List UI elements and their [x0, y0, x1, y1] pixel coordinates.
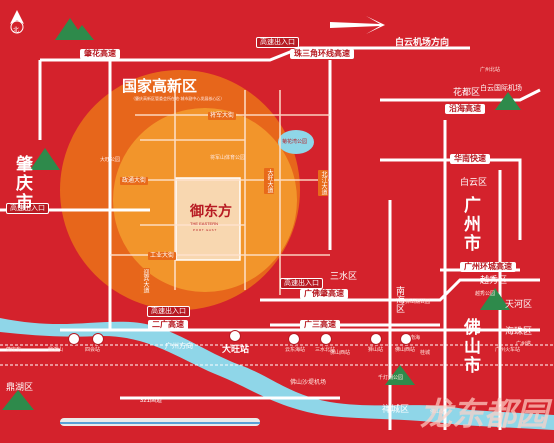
district-haizhu: 海珠区: [505, 326, 533, 336]
road-guangzhou-ring: 广州环城高速: [460, 262, 516, 272]
station-badge: [92, 333, 104, 345]
compass-icon: [10, 10, 24, 34]
street-yingbin: 迎宾大道: [140, 268, 150, 294]
road-zhaogao: 肇花高速: [80, 49, 120, 59]
place-guangzhou-station: 广州火车站: [495, 347, 521, 353]
watermark: 龙东都园: [420, 396, 549, 432]
place-dawang-park: 大旺公园: [100, 157, 121, 163]
station-shishan: 狮山站: [368, 347, 384, 353]
city-zhaoqing: 肇庆市: [13, 155, 32, 212]
place-canton-tower: 广州塔: [516, 341, 532, 347]
road-sanguang: 广三高速: [300, 320, 340, 330]
station-badge: [288, 333, 300, 345]
road-g321: 321国道: [140, 398, 163, 404]
road-airport-direction: 白云机场方向: [395, 37, 450, 47]
project-en: THE EASTERN: [190, 221, 219, 226]
place-baiyun-airport: 白云国际机场: [480, 85, 522, 92]
place-foshan-west: 佛山西站: [330, 350, 351, 356]
station-yundonghai: 云东海站: [285, 347, 306, 353]
station-badge-dawang: [229, 330, 241, 342]
highways: [0, 46, 541, 430]
station-badge: [320, 333, 332, 345]
place-guangzhou-north: 广州北站: [480, 67, 501, 73]
place-shishanhu: 狮山湖公园: [405, 299, 431, 305]
place-juhuawan: 菊花湾公园: [282, 139, 308, 145]
station-badge: [68, 333, 80, 345]
city-foshan: 佛山市: [461, 318, 480, 375]
city-guangzhou: 广州市: [461, 196, 480, 253]
district-sanshui: 三水区: [330, 271, 358, 281]
place-foshan-airport: 佛山沙堤机场: [290, 380, 327, 386]
station-sihui: 四会站: [85, 347, 101, 353]
station-badge: [370, 333, 382, 345]
district-dinghu: 鼎湖区: [6, 382, 34, 392]
exit-2: 高速出入口: [6, 203, 49, 214]
station-sanshui-north: 三水北站: [315, 347, 336, 353]
station-badge: [400, 333, 412, 345]
district-baiyun: 白云区: [460, 177, 488, 187]
exit-1: 高速出入口: [256, 37, 299, 48]
zone-subtitle: （肇庆高新区管委会所在地·城市副中心发展核心区）: [131, 96, 225, 101]
station-foshan-west: 佛山西站: [395, 347, 416, 353]
mountains: [2, 18, 521, 410]
road-huanan: 华南快速: [450, 154, 490, 164]
place-guicheng: 桂城: [420, 350, 431, 356]
place-dawang-station: 大旺站: [222, 344, 250, 354]
project-block: [175, 177, 241, 261]
zone-title: 国家高新区: [122, 78, 198, 95]
road-guangzhou-direction: 广州方向: [165, 343, 193, 350]
place-jiangjunshan: 将军山体育公园: [210, 155, 246, 161]
street-jiangjun: 将军大街: [208, 112, 237, 120]
lake: [278, 130, 314, 154]
road-guangfozhao: 广佛肇高速: [300, 289, 348, 299]
compass: 北: [6, 10, 28, 36]
street-beijiang: 北江大道: [318, 170, 328, 196]
project-sub: P O R T · E A S T: [193, 228, 217, 232]
compass-label: 北: [13, 28, 20, 34]
project-name: 御东方: [190, 203, 232, 219]
rail: [0, 344, 554, 366]
district-huadu: 花都区: [453, 87, 481, 97]
place-qiandenghu: 千灯湖公园: [378, 375, 404, 381]
place-yuexiu-park: 越秀公园: [475, 291, 496, 297]
district-yuexiu: 越秀区: [480, 275, 508, 285]
exit-4: 高速出入口: [280, 278, 323, 289]
place-foshan-station: 佛山站: [430, 409, 446, 415]
road-ersan: 二广高速: [148, 320, 188, 330]
street-dawang: 大旺大道: [264, 168, 274, 194]
place-nanhai: 南海: [410, 335, 421, 341]
road-yanhai: 沿海高速: [445, 104, 485, 114]
district-nanhai: 南海区: [395, 286, 405, 313]
station-zhaoqingdong: 肇庆东: [6, 347, 22, 353]
station-dinghushan: 鼎湖山: [48, 347, 64, 353]
street-gongye: 工业大街: [148, 252, 177, 260]
district-tianhe: 天河区: [505, 299, 533, 309]
exit-3: 高速出入口: [147, 306, 190, 317]
road-zhusanjiao: 珠三角环线高速: [290, 49, 354, 59]
plane-icon: [330, 16, 385, 34]
train-icon: [60, 418, 260, 426]
district-chancheng: 禅城区: [382, 404, 410, 414]
street-zhengtong: 政通大街: [120, 177, 149, 185]
